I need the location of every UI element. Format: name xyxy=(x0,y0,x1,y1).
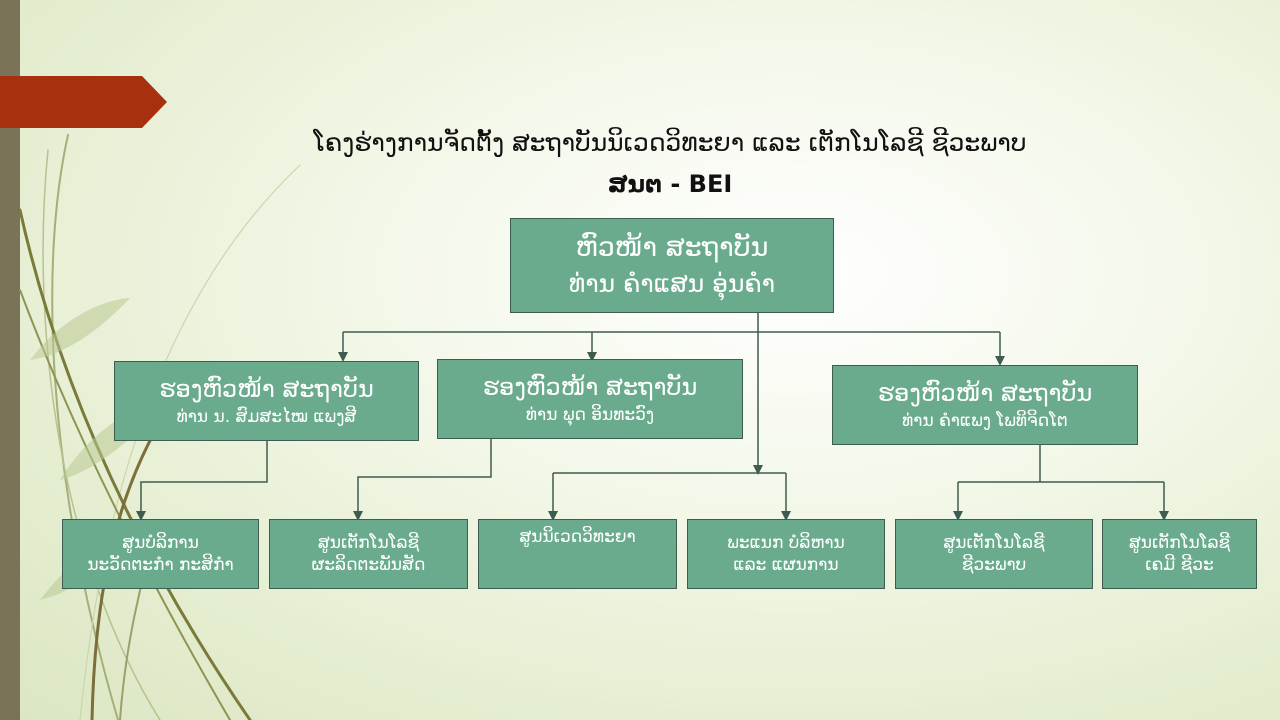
deputy-name: ທ່ານ ນ. ສົມສະໄໝ ແພງສີ xyxy=(176,406,357,427)
deputy-role: ຮອງຫົວໜ້າ ສະຖາບັນ xyxy=(482,373,698,402)
unit-line2: ຊີວະພາບ xyxy=(961,555,1027,575)
unit-line1: ພະແນກ ບໍລິຫານ xyxy=(727,532,845,553)
deputy-role: ຮອງຫົວໜ້າ ສະຖາບັນ xyxy=(159,375,374,404)
unit-box-5: ສູນເຕັກໂນໂລຊີ ຊີວະພາບ xyxy=(895,519,1093,589)
unit-line1: ສູນນິເວດວິທະຍາ xyxy=(519,527,636,547)
left-accent-bar xyxy=(0,0,20,720)
deputy-box-3: ຮອງຫົວໜ້າ ສະຖາບັນ ທ່ານ ຄຳແພງ ໂພທິຈິດໂຕ xyxy=(832,365,1138,445)
accent-arrow-tab xyxy=(0,76,167,128)
unit-line2: ຜະລິດຕະພັນສັດ xyxy=(311,555,426,575)
unit-line1: ສູນບໍລິການ xyxy=(122,532,199,553)
unit-line1: ສູນເຕັກໂນໂລຊີ xyxy=(943,532,1045,553)
unit-line1: ສູນເຕັກໂນໂລຊີ xyxy=(317,532,420,553)
unit-box-3: ສູນນິເວດວິທະຍາ xyxy=(478,519,677,589)
deputy-role: ຮອງຫົວໜ້າ ສະຖາບັນ xyxy=(877,379,1093,408)
unit-line2: ແລະ ແຜນການ xyxy=(733,555,839,575)
deputy-name: ທ່ານ ພຸດ ອິນທະວົງ xyxy=(525,404,655,425)
chart-subtitle: ສນຕ - BEI xyxy=(607,170,733,198)
unit-box-2: ສູນເຕັກໂນໂລຊີ ຜະລິດຕະພັນສັດ xyxy=(269,519,468,589)
head-role: ຫົວໜ້າ ສະຖາບັນ xyxy=(575,232,769,264)
deputy-box-1: ຮອງຫົວໜ້າ ສະຖາບັນ ທ່ານ ນ. ສົມສະໄໝ ແພງສີ xyxy=(114,361,419,441)
head-box: ຫົວໜ້າ ສະຖາບັນ ທ່ານ ຄຳແສນ ອຸ່ນຄຳ xyxy=(510,218,834,313)
unit-line2: ນະວັດຕະກຳ ກະສິກຳ xyxy=(87,555,234,575)
unit-line1: ສູນເຕັກໂນໂລຊີ xyxy=(1128,532,1231,553)
unit-box-4: ພະແນກ ບໍລິຫານ ແລະ ແຜນການ xyxy=(687,519,885,589)
deputy-box-2: ຮອງຫົວໜ້າ ສະຖາບັນ ທ່ານ ພຸດ ອິນທະວົງ xyxy=(437,359,743,439)
chart-title: ໂຄງຮ່າງການຈັດຕັ້ງ ສະຖາບັນນິເວດວິທະຍາ ແລະ… xyxy=(313,128,1027,157)
head-name: ທ່ານ ຄຳແສນ ອຸ່ນຄຳ xyxy=(568,268,776,298)
unit-box-6: ສູນເຕັກໂນໂລຊີ ເຄມີ ຊີວະ xyxy=(1102,519,1257,589)
unit-line2: ເຄມີ ຊີວະ xyxy=(1145,555,1214,575)
deputy-name: ທ່ານ ຄຳແພງ ໂພທິຈິດໂຕ xyxy=(902,410,1068,431)
unit-box-1: ສູນບໍລິການ ນະວັດຕະກຳ ກະສິກຳ xyxy=(62,519,259,589)
